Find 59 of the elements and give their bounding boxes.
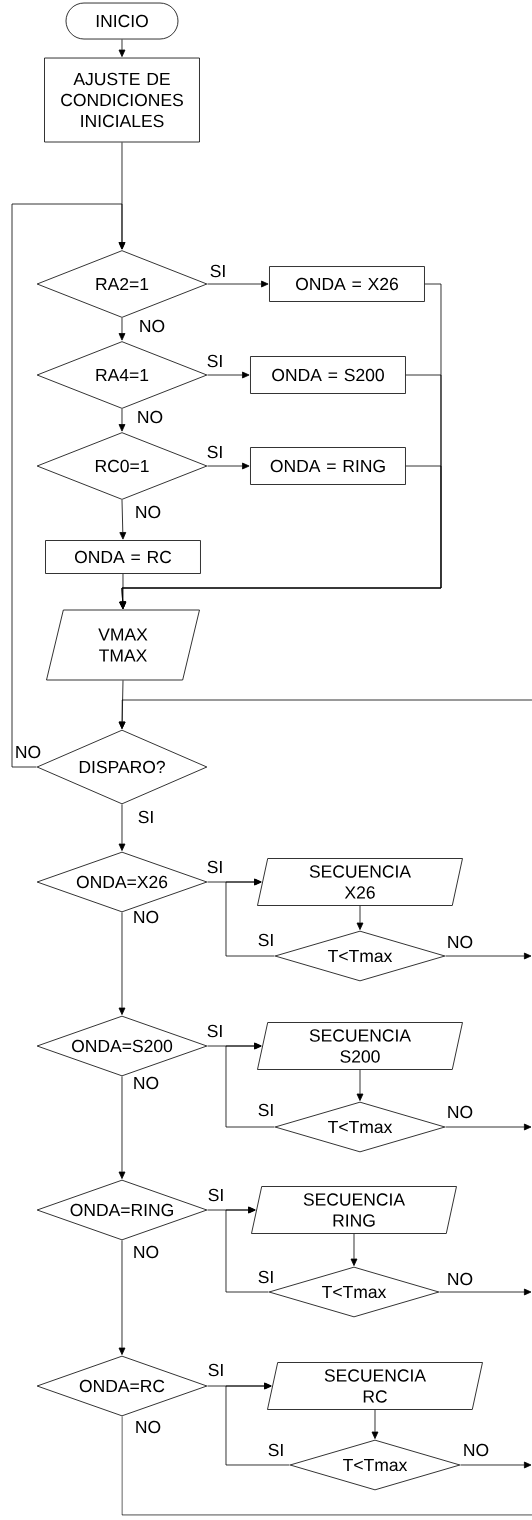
arrow [118, 317, 126, 341]
arrow [118, 39, 126, 57]
arrow [356, 1069, 364, 1101]
arrow [350, 1233, 358, 1266]
edge-label: SI [207, 860, 222, 874]
edge-label: SI [210, 264, 225, 278]
edge-label: SI [258, 1103, 273, 1117]
io-parallelogram: SECUENCIA X26 [257, 858, 463, 906]
arrow [445, 1123, 532, 1131]
io-parallelogram: SECUENCIA S200 [257, 1022, 463, 1070]
edge-label: NO [136, 505, 161, 519]
edge-label: NO [134, 1245, 159, 1259]
edge-label: SI [208, 1363, 223, 1377]
arrow [225, 878, 275, 957]
edge-label: NO [134, 910, 159, 924]
arrow [225, 1206, 269, 1293]
arrow [439, 1288, 532, 1296]
arrow [371, 1409, 379, 1439]
arrow [445, 952, 532, 960]
arrow [118, 408, 126, 432]
io-parallelogram: SECUENCIA RC [267, 1362, 483, 1410]
arrow [207, 371, 250, 379]
arrow [119, 573, 127, 609]
arrow [207, 280, 269, 288]
arrow [118, 1240, 126, 1355]
process-box: ONDA = S200 [250, 356, 406, 394]
edge-label: NO [136, 1420, 161, 1434]
arrow [460, 1461, 532, 1469]
edge-label: NO [134, 1076, 159, 1090]
edge-label: NO [464, 1443, 489, 1457]
process-box: ONDA = RC [45, 540, 201, 574]
arrow [119, 499, 127, 540]
arrow [225, 1042, 275, 1128]
io-parallelogram: VMAX TMAX [46, 609, 200, 681]
arrow [118, 912, 126, 1015]
arrow [225, 1382, 290, 1466]
edge-label: NO [448, 1105, 473, 1119]
arrow [207, 462, 250, 470]
arrow [118, 1076, 126, 1179]
arrow [118, 804, 126, 851]
edge-label: SI [208, 1188, 223, 1202]
terminal-box: INICIO [65, 2, 179, 40]
edge-label: SI [268, 1443, 283, 1457]
arrow [118, 699, 532, 729]
edge-label: NO [448, 935, 473, 949]
process-box: ONDA = RING [250, 447, 406, 485]
io-parallelogram: SECUENCIA RING [251, 1186, 457, 1234]
process-box: ONDA = X26 [269, 266, 425, 302]
edge-label: SI [207, 1024, 222, 1038]
edge-label: SI [207, 445, 222, 459]
edge-label: SI [138, 810, 153, 824]
arrow [356, 905, 364, 930]
edge-label: NO [448, 1272, 473, 1286]
edge-label: SI [258, 933, 273, 947]
edge-label: SI [207, 354, 222, 368]
arrow [11, 203, 126, 768]
edge-label: NO [138, 410, 163, 424]
edge-label: NO [140, 319, 165, 333]
process-box: AJUSTE DE CONDICIONES INICIALES [44, 57, 200, 143]
